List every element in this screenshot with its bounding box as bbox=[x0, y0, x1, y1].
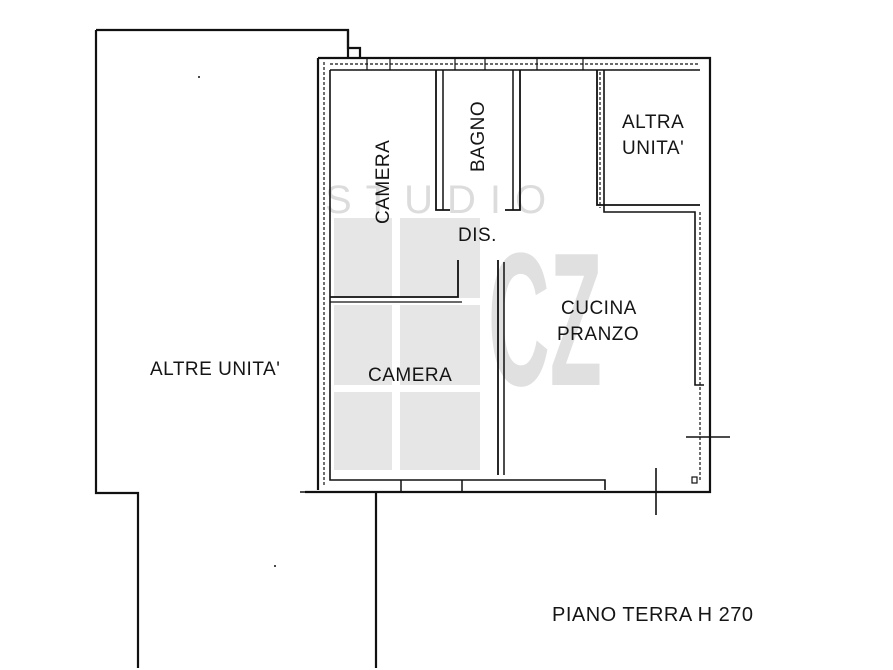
watermark-block bbox=[334, 305, 392, 385]
watermark-block bbox=[400, 305, 480, 385]
wall-bagno-cucina bbox=[505, 70, 521, 211]
room-label-altra-unita-1: ALTRA bbox=[622, 112, 685, 133]
small-fixture bbox=[691, 476, 698, 484]
wall-altra-unita bbox=[596, 70, 700, 206]
watermark-block bbox=[334, 218, 392, 298]
watermark-block bbox=[334, 392, 392, 470]
altre-unita-boundary bbox=[96, 28, 362, 58]
watermark-block bbox=[400, 392, 480, 470]
room-label-bagno: BAGNO bbox=[468, 100, 489, 172]
room-label-cucina: CUCINA bbox=[561, 298, 637, 319]
room-label-camera-bottom: CAMERA bbox=[368, 365, 453, 386]
watermark-monogram: CZ bbox=[488, 214, 602, 426]
room-label-pranzo: PRANZO bbox=[557, 324, 640, 345]
floor-title: PIANO TERRA H 270 bbox=[552, 604, 754, 626]
wall-camera-bottom-top bbox=[330, 260, 459, 298]
wall-camera-bagno bbox=[435, 70, 450, 211]
room-label-camera-top: CAMERA bbox=[373, 139, 394, 224]
apartment-outer-wall bbox=[305, 56, 712, 494]
room-label-dis: DIS. bbox=[458, 225, 497, 246]
watermark-block bbox=[400, 218, 480, 298]
room-label-altre-unita: ALTRE UNITA' bbox=[150, 359, 281, 380]
room-label-altra-unita-2: UNITA' bbox=[622, 138, 685, 159]
